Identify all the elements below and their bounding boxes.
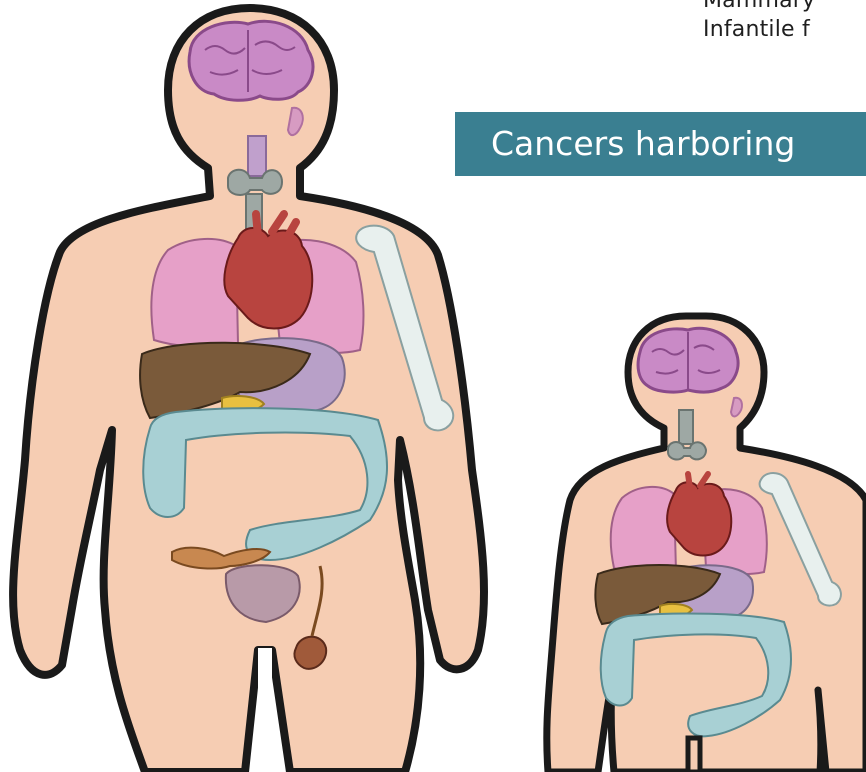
adult-figure [13, 8, 484, 772]
child-figure [547, 316, 866, 772]
testis-icon [294, 637, 326, 669]
child-leg-gap [688, 738, 700, 772]
trachea-icon [679, 410, 693, 444]
lungs-icon [611, 487, 676, 574]
trachea-icon [248, 136, 266, 176]
brain-icon [189, 21, 313, 100]
lungs-icon [151, 239, 238, 348]
adult-leg-gap [258, 648, 272, 772]
cancer-banner: Cancers harboring [455, 112, 866, 176]
